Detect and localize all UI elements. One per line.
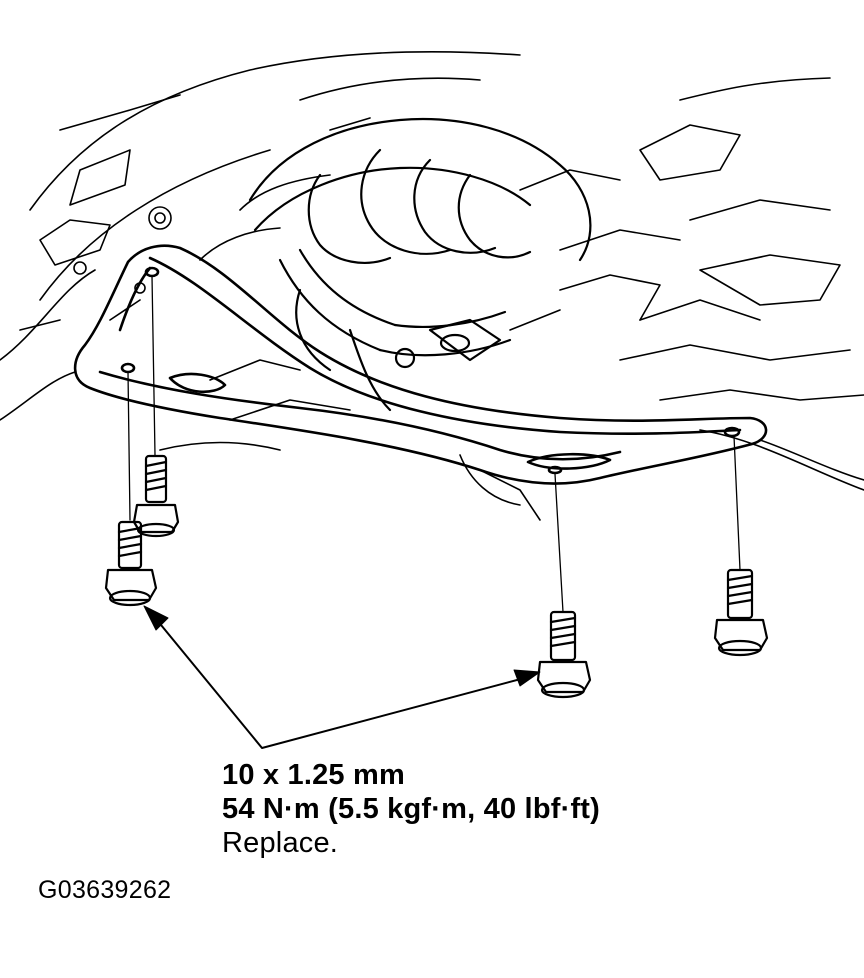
bolt-right: [713, 568, 769, 657]
exhaust-pipe: [248, 117, 592, 412]
bolt-center: [536, 610, 592, 699]
arrowhead-right-icon: [513, 669, 541, 687]
figure-code: G03639262: [38, 876, 172, 904]
callout-leader: [151, 613, 533, 749]
bolt-front-left: [104, 520, 158, 607]
bolt-replace-note: Replace.: [222, 827, 339, 859]
bolt-torque: 54 N·m (5.5 kgf·m, 40 lbf·ft): [222, 793, 601, 825]
underbody-outline: [0, 50, 864, 521]
arrowhead-left-icon: [143, 605, 169, 631]
bolt-size: 10 x 1.25 mm: [222, 759, 405, 791]
bolt-guide-lines: [127, 275, 741, 613]
bolt-spec-callout: 10 x 1.25 mm 54 N·m (5.5 kgf·m, 40 lbf·f…: [222, 758, 600, 860]
subframe-crossmember: [73, 244, 768, 485]
